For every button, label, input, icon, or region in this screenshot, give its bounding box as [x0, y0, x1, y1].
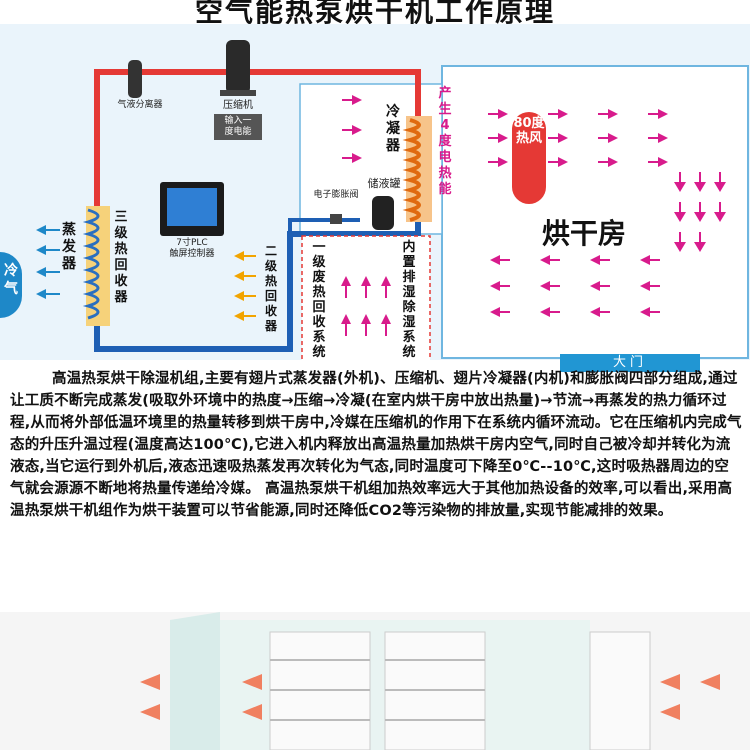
compressor-base	[220, 90, 256, 96]
heat-output-label: 产生4度电热能	[438, 86, 452, 197]
evaporator-label: 蒸发器	[62, 222, 76, 272]
secondary-recovery-label: 二级热回收器	[264, 244, 277, 333]
plc-controller	[160, 182, 224, 236]
expansion-valve-label: 电子膨胀阀	[313, 190, 359, 200]
yellow-arrows	[234, 251, 256, 321]
power-input-label: 输入一 度电能	[214, 114, 262, 140]
door-label: 大门	[560, 354, 700, 372]
primary-recovery-label: 一级废热回收系统	[312, 240, 326, 360]
description-paragraph: 高温热泵烘干除湿机组,主要有翅片式蒸发器(外机)、压缩机、翅片冷凝器(内机)和膨…	[10, 371, 742, 519]
gas-liquid-separator	[128, 60, 142, 98]
page-title: 空气能热泵烘干机工作原理	[194, 0, 555, 28]
pipe-arrow-3	[270, 69, 278, 75]
pipe-arrow-5	[182, 346, 190, 352]
expansion-valve	[330, 214, 342, 224]
product-photo	[0, 612, 750, 750]
condenser-coil	[402, 118, 421, 222]
plc-label: 7寸PLC 触屏控制器	[169, 238, 215, 259]
pipe-diagram	[36, 40, 749, 360]
photo-illustration	[140, 612, 720, 750]
tertiary-recovery-label: 三级热回收器	[114, 210, 128, 305]
condenser-label: 冷凝器	[386, 104, 400, 154]
hot-pipe	[94, 69, 421, 224]
compressor-label: 压缩机	[223, 100, 253, 111]
hot-air-badge: 80度热风	[512, 112, 546, 204]
evaporator-coil	[82, 208, 100, 320]
pipe-arrow-6	[287, 284, 293, 292]
pipe-arrow-1	[94, 134, 100, 142]
receiver-label: 储液罐	[367, 177, 401, 190]
pipe-arrow-4	[350, 69, 358, 75]
cold-air-arrows	[36, 225, 60, 299]
gas-liquid-separator-label: 气液分离器	[117, 100, 163, 110]
drying-room-label: 烘干房	[542, 217, 627, 250]
dehumid-label: 内置排湿除湿系统	[402, 240, 416, 360]
diagram: 气液分离器 压缩机 输入一 度电能 冷凝器 产生4度电热能 蒸发器 三级热回收器…	[0, 24, 750, 372]
hot-air-arrows	[341, 95, 726, 336]
compressor	[226, 40, 250, 94]
receiver-tank	[372, 196, 394, 230]
pipe-arrow-2	[160, 69, 168, 75]
cold-air-badge: 冷气	[0, 252, 22, 318]
